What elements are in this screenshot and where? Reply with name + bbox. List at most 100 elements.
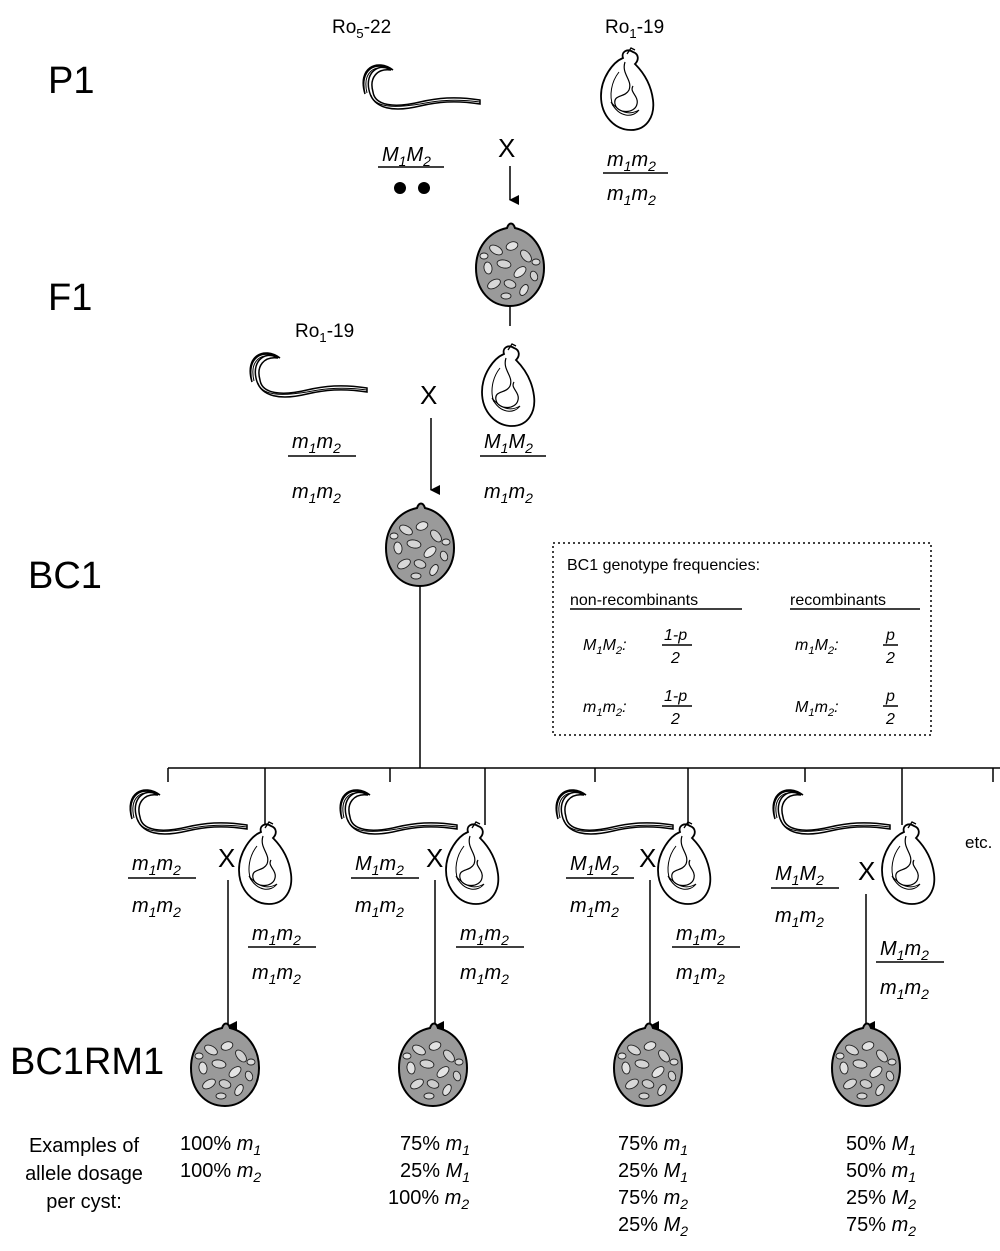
dosage-item: 25% M2: [846, 1187, 916, 1212]
genotype-box-row1-nonrecomb-den: 2: [670, 650, 680, 667]
bc1rm1-cyst-icon-4: [832, 1024, 900, 1107]
svg-text:m1m2: m1m2: [460, 923, 509, 948]
dosage-caption-line-1: Examples of: [29, 1135, 139, 1157]
cross-symbol: X: [426, 843, 443, 873]
genotype-box-row1-recomb-den: 2: [885, 650, 895, 667]
generation-label-p1: P1: [48, 60, 94, 102]
svg-text:m1m2: m1m2: [484, 481, 533, 506]
svg-text:M1M2: M1M2: [484, 431, 533, 456]
svg-text:m1m2: m1m2: [292, 481, 341, 506]
p1-male-nematode-icon: [363, 65, 480, 109]
svg-text:m1m2: m1m2: [570, 895, 619, 920]
dosage-item: 25% M2: [618, 1214, 688, 1239]
generation-label-f1: F1: [48, 277, 92, 319]
dosage-item: 100% m1: [180, 1133, 261, 1158]
dosage-list-1: 100% m1 100% m2: [180, 1133, 261, 1185]
genotype-box-row2-nonrecomb: m1m2:: [583, 699, 627, 719]
svg-text:m1m2: m1m2: [292, 431, 341, 456]
svg-text:m1m2: m1m2: [880, 977, 929, 1002]
generation-label-bc1: BC1: [28, 555, 102, 597]
bc1rm1-cross1-female-icon: [239, 822, 291, 904]
dosage-item: 75% m1: [400, 1133, 470, 1158]
f1-cyst-icon: [476, 224, 544, 307]
bc1rm1-cross2-male-genotype: M1m2 m1m2: [351, 853, 419, 920]
bc1rm1-cyst-icon-3: [614, 1024, 682, 1107]
svg-text:m1m2: m1m2: [607, 183, 656, 208]
bc1rm1-cross2-female-icon: [446, 822, 498, 904]
genotype-box-col-nonrecombinants: non-recombinants: [570, 592, 698, 609]
dosage-list-3: 75% m1 25% M1 75% m2 25% M2: [618, 1133, 688, 1239]
etc-label: etc.: [965, 833, 992, 852]
bc1rm1-cross2-female-genotype: m1m2 m1m2: [456, 923, 524, 987]
svg-text:m1m2: m1m2: [676, 923, 725, 948]
p1-male-parent-name: Ro5-22: [332, 17, 391, 41]
cross-symbol: X: [639, 843, 656, 873]
svg-text:M1m2: M1m2: [880, 938, 929, 963]
bc1rm1-cross4-female-genotype: M1m2 m1m2: [876, 938, 944, 1002]
dosage-item: 50% m1: [846, 1160, 916, 1185]
dosage-list-2: 75% m1 25% M1 100% m2: [388, 1133, 470, 1212]
cross-symbol: X: [420, 380, 437, 410]
bc1-cyst-icon: [386, 504, 454, 587]
genotype-box-col-recombinants: recombinants: [790, 592, 886, 609]
bc1rm1-cross3-female-icon: [658, 822, 710, 904]
bc1rm1-cross4-male-genotype: M1M2 m1m2: [771, 863, 839, 930]
svg-text:M1M2: M1M2: [570, 853, 619, 878]
f1-male-parent-name: Ro1-19: [295, 321, 354, 345]
svg-text:m1m2: m1m2: [676, 962, 725, 987]
dosage-caption-line-3: per cyst:: [46, 1191, 122, 1213]
bc1rm1-cross1-male-icon: [130, 790, 247, 834]
p1-male-genotype: M1M2: [378, 144, 444, 194]
genotype-box-row2-recomb: M1m2:: [795, 699, 839, 719]
dosage-list-4: 50% M1 50% m1 25% M2 75% m2: [846, 1133, 916, 1239]
svg-text:m1m2: m1m2: [355, 895, 404, 920]
svg-text:M1M2: M1M2: [775, 863, 824, 888]
p1-female-parent-name: Ro1-19: [605, 17, 664, 41]
genotype-box-row1-recomb-num: p: [885, 627, 895, 644]
genotype-box-title: BC1 genotype frequencies:: [567, 557, 760, 574]
dosage-item: 50% M1: [846, 1133, 916, 1158]
bc1rm1-cross3-male-genotype: M1M2 m1m2: [566, 853, 634, 920]
genotype-box-row2-recomb-num: p: [885, 688, 895, 705]
svg-text:m1m2: m1m2: [252, 962, 301, 987]
dosage-item: 75% m1: [618, 1133, 688, 1158]
dosage-item: 75% m2: [618, 1187, 688, 1212]
dosage-item: 25% M1: [618, 1160, 688, 1185]
bc1rm1-cross1-female-genotype: m1m2 m1m2: [248, 923, 316, 987]
p1-female-genotype: m1m2 m1m2: [603, 149, 668, 208]
genotype-box-row2-recomb-den: 2: [885, 711, 895, 728]
bc1rm1-cross3-male-icon: [556, 790, 673, 834]
bc1rm1-cross1-male-genotype: m1m2 m1m2: [128, 853, 196, 920]
f1-female-genotype: M1M2 m1m2: [480, 431, 546, 506]
svg-text:M1m2: M1m2: [355, 853, 404, 878]
svg-text:M1M2: M1M2: [382, 144, 431, 169]
genotype-box-row2-nonrecomb-den: 2: [670, 711, 680, 728]
bc1rm1-cross3-female-genotype: m1m2 m1m2: [672, 923, 740, 987]
f1-female-nematode-icon: [482, 344, 534, 426]
svg-text:m1m2: m1m2: [132, 853, 181, 878]
svg-text:m1m2: m1m2: [607, 149, 656, 174]
cross-symbol: X: [498, 133, 515, 163]
svg-text:m1m2: m1m2: [460, 962, 509, 987]
p1-female-nematode-icon: [601, 48, 653, 130]
bc1rm1-cross4-female-icon: [882, 822, 934, 904]
cross-symbol: X: [858, 856, 875, 886]
bc1-drop-lines: [168, 768, 993, 825]
dosage-item: 25% M1: [400, 1160, 470, 1185]
genotype-box-row2-nonrecomb-num: 1-p: [664, 688, 687, 705]
genotype-box-row1-nonrecomb: M1M2:: [583, 637, 627, 657]
bc1rm1-cyst-icon-2: [399, 1024, 467, 1107]
generation-label-bc1rm1: BC1RM1: [10, 1041, 164, 1083]
dosage-caption-line-2: allele dosage: [25, 1163, 143, 1185]
cross-symbol: X: [218, 843, 235, 873]
svg-text:m1m2: m1m2: [775, 905, 824, 930]
dosage-item: 75% m2: [846, 1214, 916, 1239]
dosage-caption: Examples of allele dosage per cyst:: [25, 1135, 143, 1213]
f1-male-genotype: m1m2 m1m2: [288, 431, 356, 506]
bc1rm1-cross2-male-icon: [340, 790, 457, 834]
bc1-genotype-frequency-box: BC1 genotype frequencies: non-recombinan…: [553, 543, 931, 735]
dosage-item: 100% m2: [388, 1187, 469, 1212]
genotype-box-row1-nonrecomb-num: 1-p: [664, 627, 687, 644]
genotype-box-row1-recomb: m1M2:: [795, 637, 839, 657]
